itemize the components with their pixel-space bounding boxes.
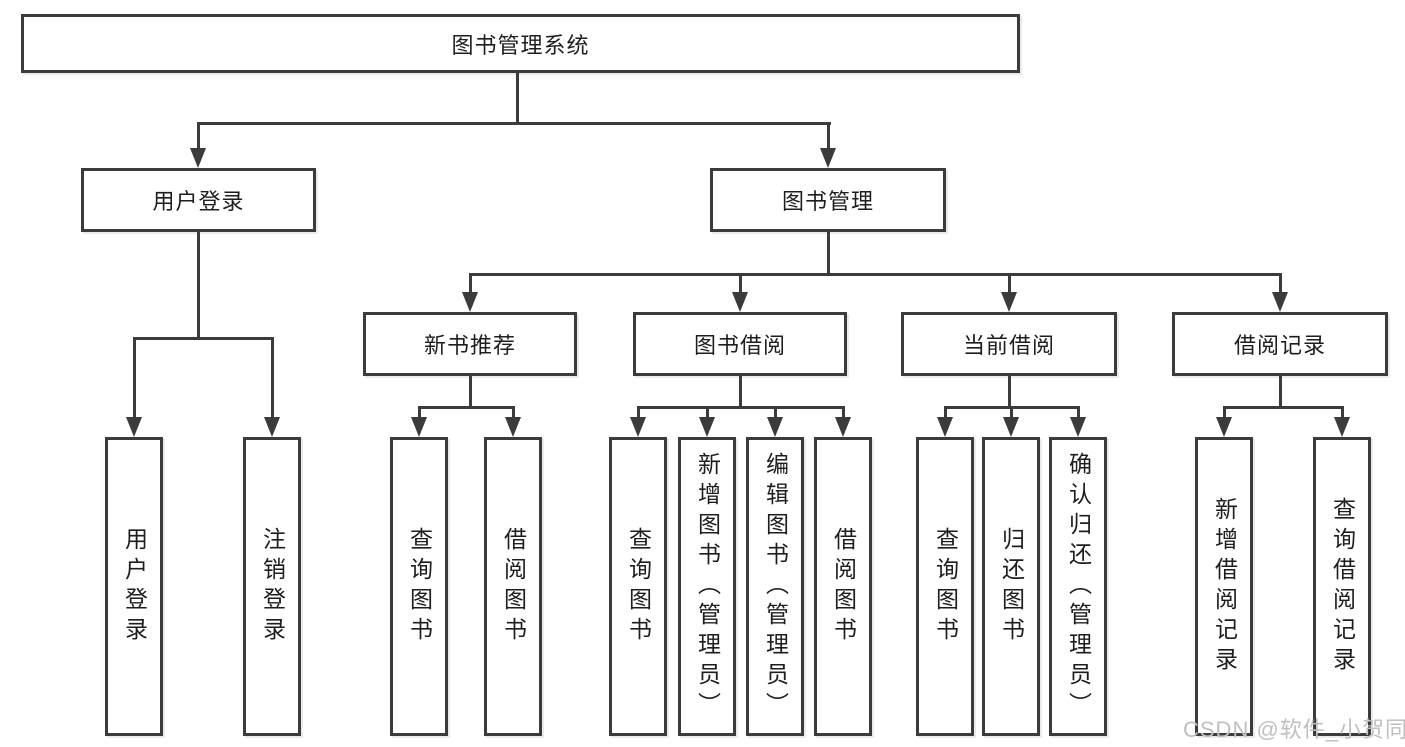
connector-level3-drop [1008, 273, 1011, 295]
leaf-user-login: 用户登录 [105, 437, 163, 736]
connector-user-login-rail [133, 337, 274, 340]
arrow-down-icon [1334, 417, 1350, 437]
connector-leaf-drop [1341, 406, 1344, 420]
node-borrow-records-label: 借阅记录 [1233, 333, 1326, 358]
connector-leaf-drop [842, 406, 845, 420]
node-root: 图书管理系统 [21, 14, 1020, 73]
connector-sub-stem [1008, 376, 1011, 406]
leaf-logout: 注销登录 [243, 437, 301, 736]
node-book-management: 图书管理 [710, 168, 946, 232]
connector-sub-stem [469, 376, 472, 406]
node-new-book-recommend: 新书推荐 [363, 312, 577, 376]
connector-leaf-drop [133, 337, 136, 420]
arrow-down-icon [264, 417, 280, 437]
node-current-borrow: 当前借阅 [901, 312, 1117, 376]
node-root-label: 图书管理系统 [451, 32, 590, 58]
arrow-down-icon [835, 417, 851, 437]
connector-leaf-drop [512, 406, 515, 420]
connector-leaf-drop [774, 406, 777, 420]
arrow-down-icon [937, 417, 953, 437]
connector-user-login-drop [197, 122, 200, 152]
node-borrow-records: 借阅记录 [1172, 312, 1388, 376]
leaf-query-books-current: 查询图书 [916, 437, 974, 736]
connector-level3-rail [469, 273, 1282, 276]
connector-sub-rail [637, 406, 845, 409]
arrow-down-icon [1070, 417, 1086, 437]
arrow-down-icon [411, 417, 427, 437]
arrow-down-icon [767, 417, 783, 437]
node-user-login: 用户登录 [81, 168, 316, 232]
leaf-query-borrow-record-label: 查询借阅记录 [1329, 496, 1356, 677]
connector-root-stem [516, 73, 519, 122]
arrow-down-icon [126, 417, 142, 437]
leaf-confirm-return-admin: 确认归还（管理员） [1049, 437, 1107, 736]
node-book-management-label: 图书管理 [781, 189, 874, 214]
watermark: CSDN @软件_小贺同学 [1183, 717, 1405, 742]
connector-leaf-drop [706, 406, 709, 420]
leaf-add-book-admin-label: 新增图书（管理员） [694, 451, 721, 722]
connector-leaf-drop [418, 406, 421, 420]
arrow-down-icon [820, 148, 836, 168]
connector-level3-drop [739, 273, 742, 295]
arrow-down-icon [732, 292, 748, 312]
leaf-user-login-label: 用户登录 [121, 526, 148, 647]
leaf-return-books-label: 归还图书 [998, 526, 1025, 647]
node-book-borrow: 图书借阅 [633, 312, 847, 376]
connector-level3-drop [1279, 273, 1282, 295]
leaf-return-books: 归还图书 [982, 437, 1040, 736]
leaf-add-borrow-record-label: 新增借阅记录 [1211, 496, 1238, 677]
connector-leaf-drop [1223, 406, 1226, 420]
arrow-down-icon [630, 417, 646, 437]
node-current-borrow-label: 当前借阅 [962, 333, 1055, 358]
connector-sub-rail [1223, 406, 1344, 409]
leaf-edit-book-admin: 编辑图书（管理员） [746, 437, 804, 736]
connector-user-login-stem [197, 232, 200, 337]
leaf-edit-book-admin-label: 编辑图书（管理员） [762, 451, 789, 722]
leaf-logout-label: 注销登录 [259, 526, 286, 647]
leaf-query-books-recommend: 查询图书 [390, 437, 448, 736]
arrow-down-icon [1216, 417, 1232, 437]
arrow-down-icon [462, 292, 478, 312]
node-new-book-recommend-label: 新书推荐 [423, 333, 516, 358]
arrow-down-icon [1003, 417, 1019, 437]
connector-sub-rail [418, 406, 515, 409]
arrow-down-icon [505, 417, 521, 437]
connector-leaf-drop [1077, 406, 1080, 420]
leaf-add-book-admin: 新增图书（管理员） [678, 437, 736, 736]
leaf-borrow-books-recommend: 借阅图书 [484, 437, 542, 736]
leaf-borrow-books: 借阅图书 [814, 437, 872, 736]
leaf-query-books-recommend-label: 查询图书 [406, 526, 433, 647]
leaf-add-borrow-record: 新增借阅记录 [1195, 437, 1253, 736]
arrow-down-icon [1001, 292, 1017, 312]
connector-leaf-drop [271, 337, 274, 420]
leaf-query-books-borrow: 查询图书 [609, 437, 667, 736]
connector-book-mgmt-stem [827, 232, 830, 273]
connector-book-mgmt-drop [827, 122, 830, 152]
connector-leaf-drop [637, 406, 640, 420]
leaf-borrow-books-label: 借阅图书 [830, 526, 857, 647]
node-book-borrow-label: 图书借阅 [693, 333, 786, 358]
connector-leaf-drop [944, 406, 947, 420]
arrow-down-icon [699, 417, 715, 437]
node-user-login-label: 用户登录 [152, 189, 245, 214]
leaf-query-books-borrow-label: 查询图书 [625, 526, 652, 647]
leaf-query-books-current-label: 查询图书 [932, 526, 959, 647]
leaf-borrow-books-recommend-label: 借阅图书 [500, 526, 527, 647]
connector-sub-stem [1279, 376, 1282, 406]
connector-level2-rail [197, 122, 831, 125]
connector-level3-drop [469, 273, 472, 295]
arrow-down-icon [190, 148, 206, 168]
leaf-confirm-return-admin-label: 确认归还（管理员） [1065, 451, 1092, 722]
leaf-query-borrow-record: 查询借阅记录 [1313, 437, 1371, 736]
connector-leaf-drop [1010, 406, 1013, 420]
arrow-down-icon [1272, 292, 1288, 312]
connector-sub-stem [739, 376, 742, 406]
